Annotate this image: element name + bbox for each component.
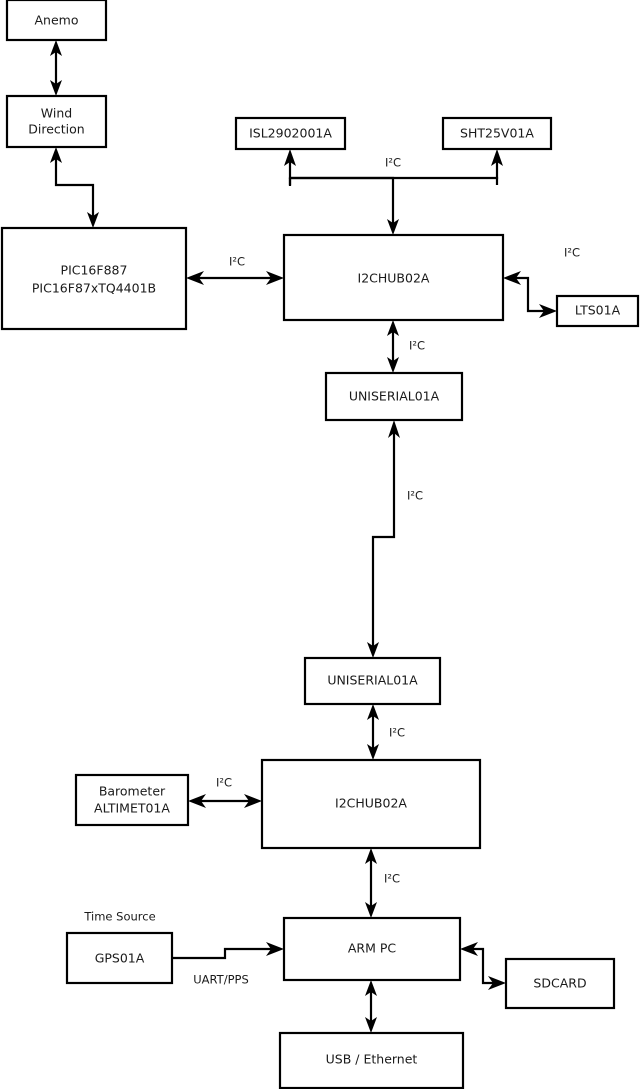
node-sdcard[interactable]: SDCARD <box>504 957 616 1010</box>
node-usb-ethernet[interactable]: USB / Ethernet <box>278 1031 465 1089</box>
node-gps01a-label: GPS01A <box>95 951 145 966</box>
arrow-head-right <box>266 271 284 285</box>
edge-armpc-sdcard <box>460 942 506 990</box>
node-uniserial01a-top[interactable]: UNISERIAL01A <box>324 371 464 422</box>
node-barometer-label-line2: ALTIMET01A <box>94 801 170 816</box>
edge-anemo-wind <box>50 40 62 96</box>
node-isl2902001a-label: ISL2902001A <box>249 126 332 141</box>
arrow-head-up-sht <box>491 149 503 166</box>
arrow-head-right-lts <box>539 304 557 318</box>
edge-label-i2c-sensors: I²C <box>385 156 401 170</box>
node-i2chub02a-bottom-label: I2CHUB02A <box>335 796 407 811</box>
edge-label-i2c-pic-hub: I²C <box>229 255 245 269</box>
edge-gps-armpc <box>172 942 284 960</box>
arrow-head-right <box>266 942 284 956</box>
node-wind-direction-label-line2: Direction <box>28 122 84 137</box>
node-arm-pc-label: ARM PC <box>348 941 397 956</box>
node-i2chub02a-top-label: I2CHUB02A <box>358 271 430 286</box>
edge-label-i2c-hub-uniser: I²C <box>409 339 425 353</box>
arrow-head-down <box>87 212 99 228</box>
edges-layer <box>50 40 557 1033</box>
node-uniserial01a-bottom[interactable]: UNISERIAL01A <box>303 656 442 706</box>
edge-label-i2c-hub-arm: I²C <box>384 872 400 886</box>
edge-hubtop-uniser <box>387 320 399 373</box>
node-arm-pc[interactable]: ARM PC <box>282 916 462 982</box>
node-barometer-label-line1: Barometer <box>99 784 166 799</box>
node-sht25v01a-label: SHT25V01A <box>460 126 534 141</box>
arrow-head-down-hub <box>387 219 399 235</box>
edge-hubtop-sensors <box>284 149 503 235</box>
arrow-head-down <box>50 80 62 96</box>
node-sdcard-label: SDCARD <box>533 976 586 991</box>
node-lts01a-label: LTS01A <box>575 303 621 318</box>
node-pic-mcu-label-line1: PIC16F887 <box>61 263 128 278</box>
arrow-head-left-arm <box>460 942 478 956</box>
edge-label-i2c-barometer: I²C <box>216 776 232 790</box>
arrow-head-left <box>186 271 204 285</box>
arrow-head-up <box>365 980 377 996</box>
free-labels-layer: Time Source <box>83 910 155 924</box>
arrow-head-up <box>388 420 400 438</box>
node-i2chub02a-top[interactable]: I2CHUB02A <box>282 233 505 322</box>
node-pic-mcu-label-line2: PIC16F87xTQ4401B <box>32 281 156 296</box>
edge-hubtop-lts <box>503 271 557 318</box>
edge-uniser-uniser <box>367 420 400 658</box>
edge-label-i2c-uniser-chain: I²C <box>407 489 423 503</box>
arrow-head-up <box>387 320 399 336</box>
edge-hubbot-armpc <box>365 848 377 918</box>
node-lts01a[interactable]: LTS01A <box>555 294 640 328</box>
edge-label-uart-pps: UART/PPS <box>193 973 249 987</box>
edge-barometer-hubbot <box>188 794 262 808</box>
arrow-head-up <box>50 147 62 163</box>
edge-wind-pic <box>50 147 99 228</box>
node-uniserial01a-top-label: UNISERIAL01A <box>349 389 440 404</box>
arrow-head-down <box>365 902 377 918</box>
arrow-head-down <box>365 1017 377 1033</box>
arrow-head-down <box>367 744 379 760</box>
node-isl2902001a[interactable]: ISL2902001A <box>234 116 347 151</box>
edge-armpc-usbeth <box>365 980 377 1033</box>
arrow-head-left <box>188 794 206 808</box>
node-uniserial01a-bottom-label: UNISERIAL01A <box>327 673 418 688</box>
edge-label-i2c-uniser-hub: I²C <box>389 726 405 740</box>
arrow-head-left-hub <box>503 271 521 285</box>
arrow-head-down <box>387 357 399 373</box>
node-anemo-label: Anemo <box>35 13 79 28</box>
node-i2chub02a-bottom[interactable]: I2CHUB02A <box>260 758 482 850</box>
label-time-source: Time Source <box>83 910 155 924</box>
edge-labels-layer: I²C I²C I²C I²C I²C I²C I²C I²C UART/PPS <box>193 156 580 987</box>
node-usb-ethernet-label: USB / Ethernet <box>326 1052 418 1067</box>
arrow-head-down <box>367 642 379 658</box>
arrow-head-up <box>50 40 62 56</box>
node-sht25v01a[interactable]: SHT25V01A <box>441 116 553 151</box>
node-wind-direction[interactable]: Wind Direction <box>5 94 108 149</box>
edge-uniserbot-hubbot <box>367 704 379 760</box>
node-barometer-altimet01a[interactable]: Barometer ALTIMET01A <box>74 773 190 827</box>
arrow-head-right-sd <box>488 976 506 990</box>
node-wind-direction-label-line1: Wind <box>41 106 72 121</box>
node-pic-mcu[interactable]: PIC16F887 PIC16F87xTQ4401B <box>0 226 188 331</box>
node-gps01a[interactable]: GPS01A <box>65 931 174 985</box>
edge-label-i2c-lts: I²C <box>564 246 580 260</box>
arrow-head-up-isl <box>284 149 296 166</box>
arrow-head-right <box>244 794 262 808</box>
node-anemo[interactable]: Anemo <box>5 0 108 42</box>
arrow-head-up <box>367 704 379 720</box>
arrow-head-up <box>365 848 377 864</box>
edge-pic-hubtop <box>186 271 284 285</box>
